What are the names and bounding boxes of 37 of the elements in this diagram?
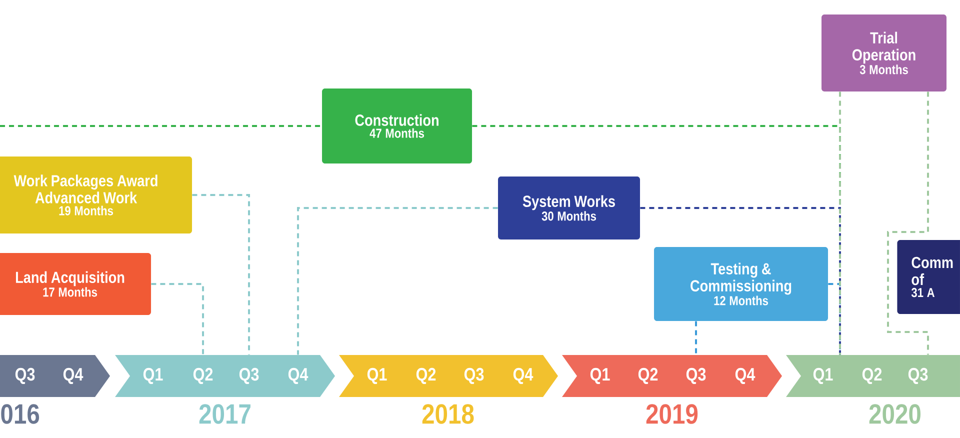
task-box: System Works 30 Months [498,176,640,240]
dashed-connector [0,125,322,127]
quarter-label: Q1 [813,368,833,384]
dashed-connector [839,92,841,355]
quarter-label: Q1 [590,368,610,384]
task-box: Comm of 31 A [897,240,960,314]
task-box: Land Acquisition 17 Months [0,253,151,315]
quarter-label: Q4 [513,368,534,384]
dashed-connector [151,283,204,355]
year-label: 2018 [422,404,474,424]
quarter-label: Q2 [862,368,882,384]
dashed-connector [695,321,697,355]
quarter-label: Q2 [193,368,213,384]
quarter-label: Q4 [288,368,308,384]
year-label: 2019 [646,404,698,424]
quarter-label: Q4 [735,368,756,384]
quarter-label: Q3 [15,368,35,384]
quarter-label: Q2 [416,368,436,384]
task-box: Trial Operation 3 Months [822,14,946,92]
quarter-label: Q3 [686,368,706,384]
year-label: 2020 [869,404,920,424]
quarter-label: Q2 [638,368,658,384]
year-label: 2017 [199,404,250,424]
task-box: Testing & Commissioning 12 Months [654,247,828,321]
dashed-connector [640,207,841,355]
quarter-label: Q1 [143,368,163,384]
quarter-label: Q3 [908,368,928,384]
quarter-label: Q1 [367,368,387,384]
dashed-connector [887,92,929,355]
task-box: Work Packages Award Advanced Work 19 Months [0,156,192,234]
quarter-label: Q3 [464,368,484,384]
dashed-connector [297,207,498,355]
quarter-label: Q4 [63,368,84,384]
year-label: 016 [1,404,40,424]
task-box: Construction 47 Months [322,88,472,164]
dashed-connector [192,194,250,355]
quarter-label: Q3 [239,368,259,384]
